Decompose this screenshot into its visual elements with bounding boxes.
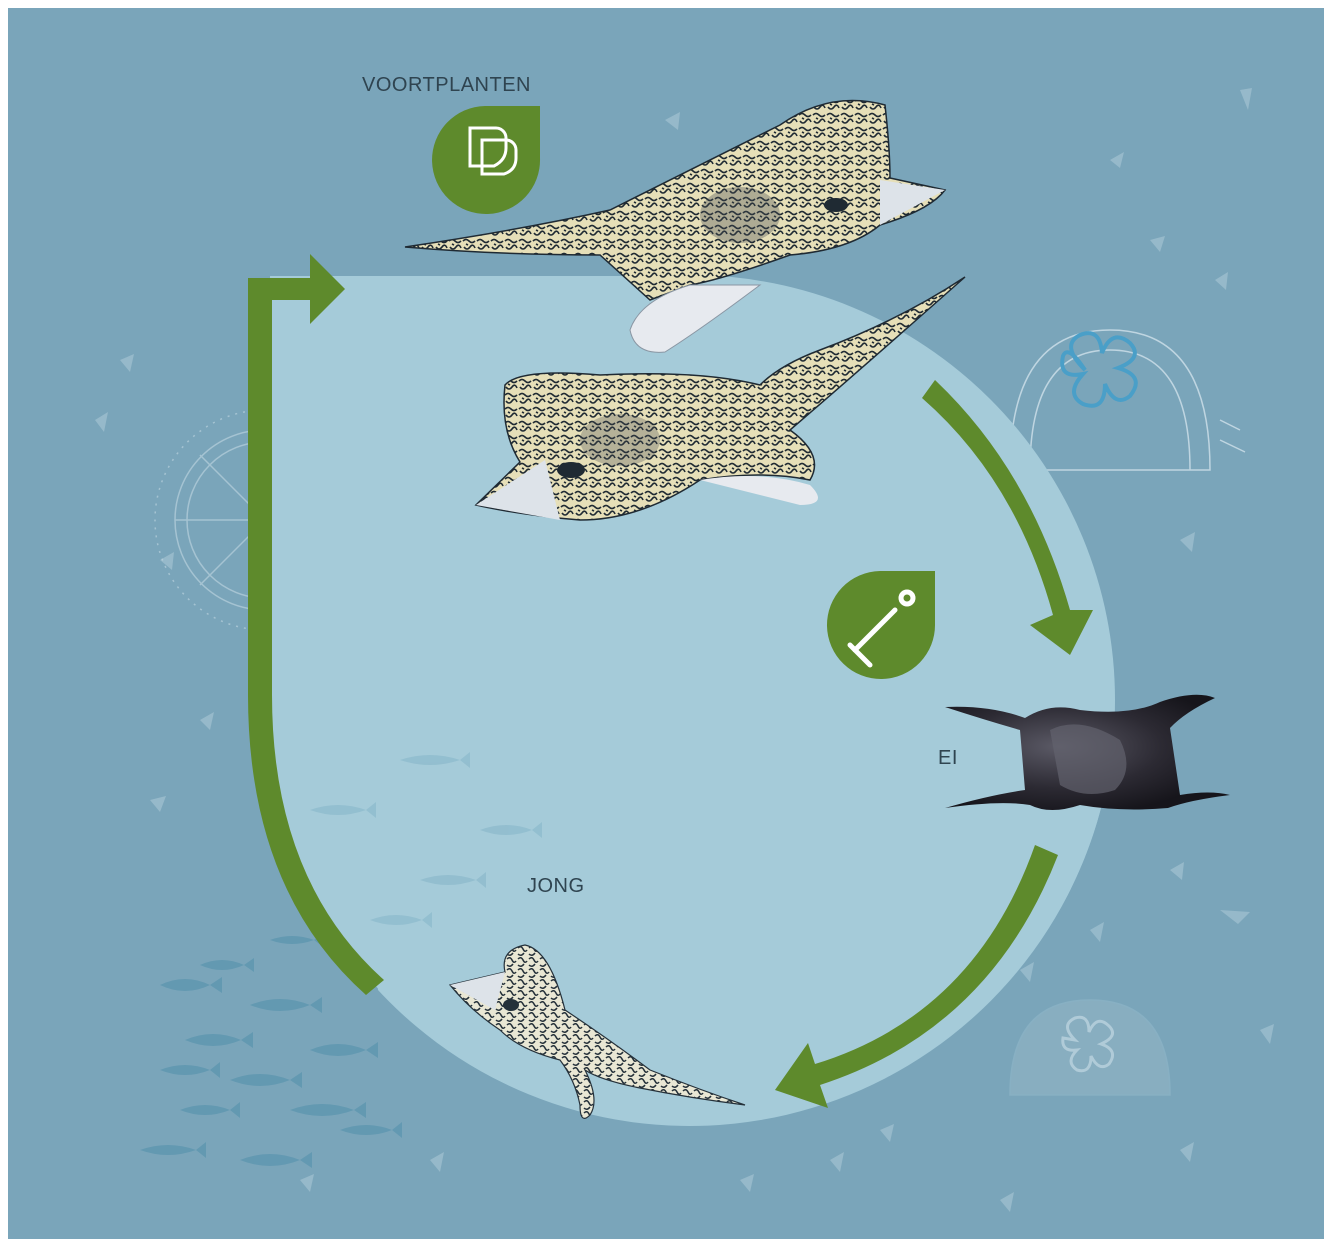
reproduce-badge: [432, 106, 540, 214]
stage-label-egg: EI: [938, 747, 958, 770]
egg-badge: [827, 571, 935, 679]
stage-label-reproduce: VOORTPLANTEN: [362, 74, 531, 97]
stage-label-young: JONG: [527, 875, 585, 898]
